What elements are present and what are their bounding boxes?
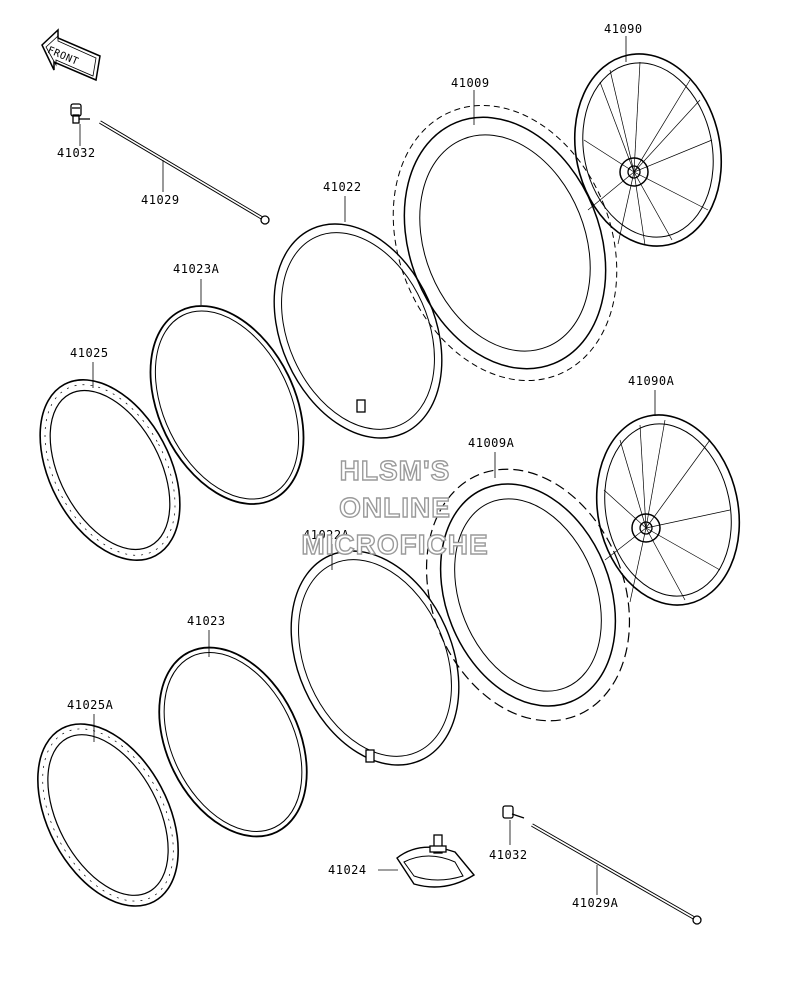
spoke-rod-icon — [99, 120, 270, 225]
front-wheel-icon — [595, 414, 741, 606]
part-label-41023: 41023 — [187, 614, 226, 628]
part-label-41009A: 41009A — [468, 436, 515, 450]
part-label-41029A: 41029A — [572, 896, 619, 910]
watermark-line-3: MICROFICHE — [301, 528, 489, 560]
rim-icon — [39, 379, 181, 561]
front-rim-band-icon — [158, 646, 308, 838]
part-label-41029: 41029 — [141, 193, 180, 207]
part-label-41022A: 41022A — [303, 528, 350, 542]
part-label-41024: 41024 — [328, 863, 367, 877]
part-label-41022: 41022 — [323, 180, 362, 194]
front-inner-tube-icon — [290, 550, 460, 766]
spoke-rod-bottom-icon — [531, 823, 702, 925]
front-rim-icon — [37, 723, 179, 907]
rear-tire-icon — [392, 104, 618, 382]
part-label-41090A: 41090A — [628, 374, 675, 388]
part-label-41032-bottom: 41032 — [489, 848, 528, 862]
rear-wheel-icon — [573, 53, 723, 247]
rim-lock-icon — [396, 834, 476, 888]
part-label-41032-top: 41032 — [57, 146, 96, 160]
part-label-41009: 41009 — [451, 76, 490, 90]
part-label-41025A: 41025A — [67, 698, 114, 712]
watermark-line-2: ONLINE — [338, 491, 451, 523]
part-label-41023A: 41023A — [173, 262, 220, 276]
watermark-line-1: HLSM'S — [339, 454, 451, 486]
valve-cap-bottom-icon — [502, 805, 525, 819]
front-tire-icon — [425, 468, 631, 722]
valve-cap-icon — [70, 103, 90, 124]
part-label-41025: 41025 — [70, 346, 109, 360]
part-label-41090: 41090 — [604, 22, 643, 36]
inner-tube-icon — [273, 223, 443, 439]
rim-band-icon — [149, 305, 305, 505]
front-arrow-icon — [41, 28, 101, 82]
